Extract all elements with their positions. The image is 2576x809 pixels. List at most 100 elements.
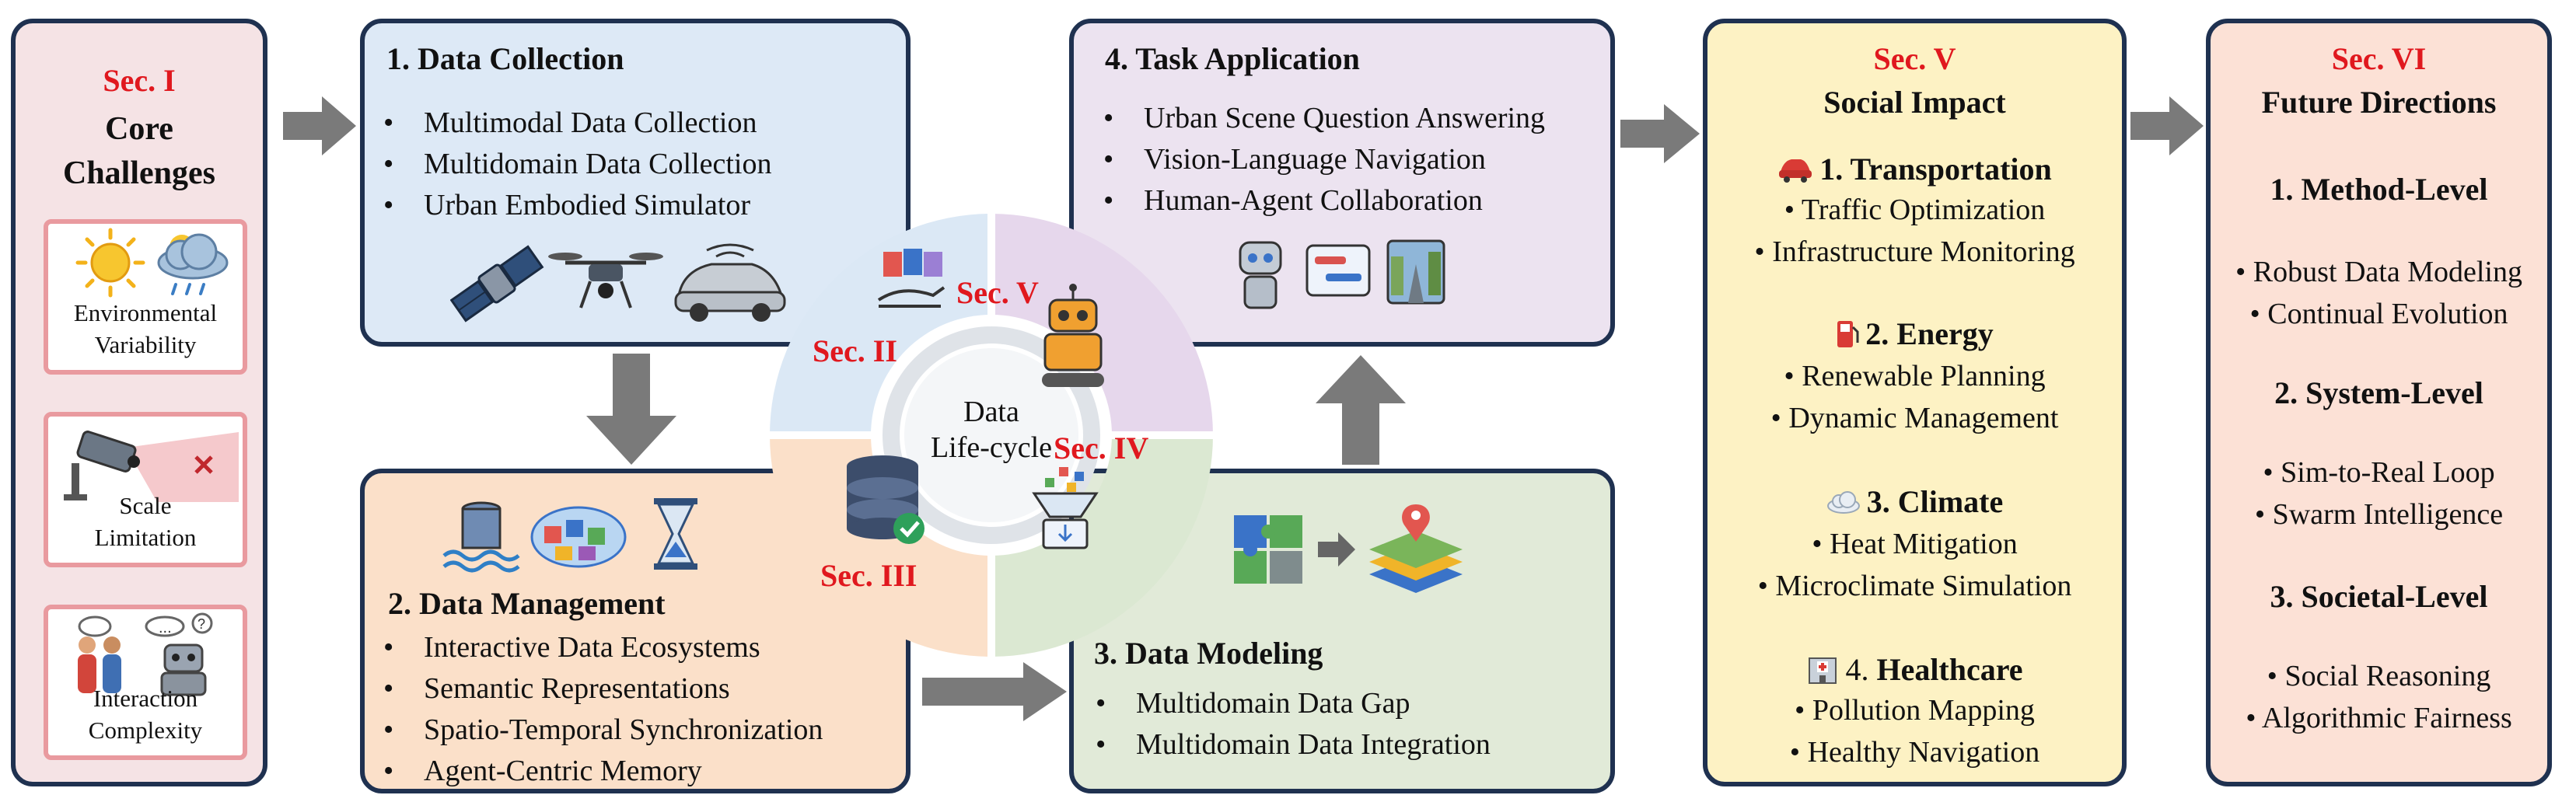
- arrow-right-icon: [922, 662, 1067, 721]
- arrow-right-icon: [2130, 96, 2204, 155]
- social-sec-label: Sec. V: [1873, 41, 1956, 76]
- wheel-quadrant-v: [991, 214, 1213, 435]
- challenge-label-line1: Interaction: [93, 685, 198, 713]
- lifecycle-center-line2: Life-cycle: [931, 431, 1052, 464]
- arrow-right-icon: [1620, 104, 1700, 163]
- people-robot-icon: ... ?: [78, 612, 213, 696]
- laptop-data-icon: [1032, 467, 1099, 549]
- item-text: Infrastructure Monitoring: [1772, 235, 2075, 268]
- svg-text:?: ?: [197, 616, 205, 632]
- list-item: • Healthy Navigation: [1789, 736, 2040, 769]
- group-title-text: 1. Transportation: [1819, 152, 2052, 187]
- list-item: Urban Scene Question Answering: [1092, 98, 1545, 139]
- fuel-pump-icon: [1837, 321, 1859, 347]
- list-item: Multidomain Data Integration: [1085, 724, 1491, 765]
- document-hand-icon: [877, 249, 945, 308]
- group-title-text: Healthcare: [1876, 652, 2023, 687]
- management-icons: [442, 498, 697, 573]
- data-collection-title: 1. Data Collection: [386, 41, 624, 76]
- puzzle-icon: [1234, 515, 1302, 584]
- list-item: • Pollution Mapping: [1795, 694, 2035, 727]
- list-item: • Robust Data Modeling: [2235, 256, 2522, 288]
- drone-icon: [548, 253, 663, 309]
- camera-icon: [64, 431, 239, 502]
- challenge-scale: Scale Limitation: [44, 412, 247, 567]
- list-item: • Social Reasoning: [2267, 660, 2491, 692]
- sec-iii-label: Sec. III: [820, 558, 917, 593]
- data-lifecycle-wheel: Sec. II Sec. V Sec. III Sec. IV Data Lif…: [766, 210, 1217, 661]
- list-item: • Swarm Intelligence: [2254, 498, 2504, 531]
- modeling-icons: [1234, 504, 1463, 593]
- collection-icons: [450, 243, 786, 323]
- list-item: • Microclimate Simulation: [1757, 570, 2072, 602]
- wheel-quadrant-iv: [991, 435, 1213, 657]
- list-item: • Infrastructure Monitoring: [1754, 235, 2075, 268]
- list-item: Urban Embodied Simulator: [372, 185, 771, 226]
- robot-icon: [1042, 284, 1104, 387]
- car-icon: [1779, 159, 1812, 183]
- chat-window-icon: [1305, 244, 1371, 297]
- list-item: Vision-Language Navigation: [1092, 139, 1545, 180]
- group-title: 1. Method-Level: [2270, 172, 2488, 207]
- list-item: • Sim-to-Real Loop: [2263, 456, 2495, 489]
- challenge-environmental: Environmental Variability: [44, 219, 247, 375]
- task-application-title: 4. Task Application: [1105, 41, 1360, 76]
- data-management-list: Interactive Data Ecosystems Semantic Rep…: [372, 627, 823, 792]
- map-layers-icon: [1369, 504, 1463, 593]
- group-title-text: 3. Climate: [1866, 484, 2004, 519]
- group-title: 2. System-Level: [2274, 375, 2483, 410]
- arrow-down-icon: [586, 354, 676, 465]
- list-item: Agent-Centric Memory: [372, 751, 823, 792]
- group-title: 3. Societal-Level: [2270, 579, 2488, 614]
- data-collection-list: Multimodal Data Collection Multidomain D…: [372, 103, 771, 226]
- challenge-label-line2: Limitation: [94, 523, 197, 551]
- list-item: Semantic Representations: [372, 668, 823, 710]
- list-item: • Continual Evolution: [2249, 298, 2508, 330]
- application-icons: [1239, 239, 1445, 309]
- future-sec-label: Sec. VI: [2331, 41, 2427, 76]
- item-text: Traffic Optimization: [1801, 194, 2046, 226]
- list-item: • Traffic Optimization: [1784, 194, 2046, 226]
- hospital-icon: [1809, 657, 1837, 684]
- list-item: • Dynamic Management: [1770, 402, 2059, 434]
- wheel-quadrant-iii: [770, 435, 991, 657]
- group-title-text: 2. Energy: [1865, 316, 1994, 351]
- sec-v-label: Sec. V: [956, 275, 1039, 310]
- item-text: Algorithmic Fairness: [2261, 702, 2512, 734]
- item-text: Sim-to-Real Loop: [2281, 456, 2495, 489]
- arrow-up-icon: [1316, 355, 1406, 465]
- data-management-title: 2. Data Management: [388, 586, 666, 621]
- item-text: Heat Mitigation: [1830, 528, 2018, 560]
- item-text: Robust Data Modeling: [2253, 256, 2522, 288]
- sec-iv-label: Sec. IV: [1054, 431, 1148, 466]
- data-lake-icon: [442, 501, 520, 573]
- data-modeling-title: 3. Data Modeling: [1094, 636, 1323, 671]
- core-title-line2: Challenges: [62, 155, 215, 191]
- social-impact-panel: Sec. V Social Impact 1. Transportation •…: [1703, 19, 2127, 786]
- data-modeling-panel: 3. Data Modeling Multidomain Data Gap Mu…: [1069, 469, 1615, 793]
- challenge-label-line2: Variability: [94, 330, 197, 358]
- challenge-label-line2: Complexity: [88, 716, 203, 744]
- robot-icon: [1239, 241, 1282, 309]
- item-text: Healthy Navigation: [1807, 736, 2040, 769]
- sec-ii-label: Sec. II: [813, 333, 897, 368]
- arrow-right-icon: [283, 96, 356, 155]
- street-view-icon: [1386, 239, 1445, 305]
- car-icon: [674, 243, 786, 322]
- svg-text:...: ...: [159, 619, 172, 636]
- data-modeling-list: Multidomain Data Gap Multidomain Data In…: [1085, 683, 1491, 765]
- cloud-icon: [1826, 491, 1860, 514]
- social-title: Social Impact: [1823, 85, 2006, 120]
- item-text: Swarm Intelligence: [2272, 498, 2504, 531]
- future-title: Future Directions: [2261, 85, 2497, 120]
- satellite-icon: [450, 245, 544, 323]
- challenge-label-line1: Environmental: [73, 299, 218, 327]
- group-title: 4. Healthcare: [1707, 651, 2122, 688]
- list-item: • Algorithmic Fairness: [2246, 702, 2512, 734]
- item-text: Continual Evolution: [2267, 298, 2508, 330]
- core-sec-label: Sec. I: [103, 63, 176, 98]
- group-title: 3. Climate: [1707, 483, 2122, 520]
- list-item: Human-Agent Collaboration: [1092, 180, 1545, 221]
- item-text: Social Reasoning: [2284, 660, 2491, 692]
- list-item: Multimodal Data Collection: [372, 103, 771, 144]
